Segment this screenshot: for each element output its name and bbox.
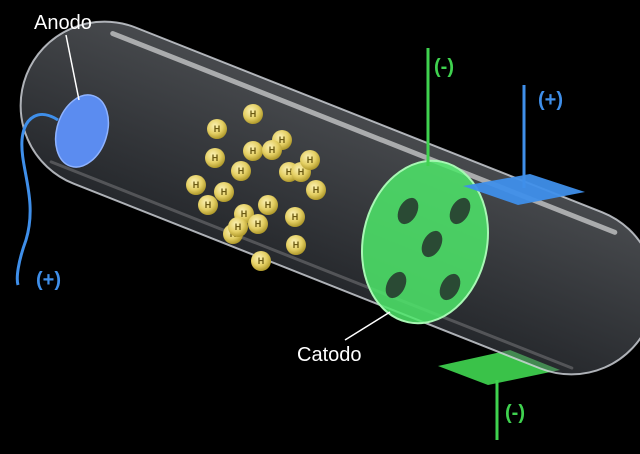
top-plate-polarity-label: (+) (538, 89, 563, 111)
hydrogen-atom (285, 207, 305, 227)
hydrogen-atom (228, 217, 248, 237)
cathode-label: Catodo (297, 344, 362, 366)
hydrogen-atom-label: H (212, 153, 219, 163)
hydrogen-atom-label: H (307, 155, 314, 165)
hydrogen-atom (205, 148, 225, 168)
hydrogen-atom (186, 175, 206, 195)
hydrogen-atom-label: H (313, 185, 320, 195)
hydrogen-atom-label: H (221, 187, 228, 197)
hydrogen-atom-label: H (269, 145, 276, 155)
hydrogen-atom (251, 251, 271, 271)
hydrogen-atom-label: H (235, 222, 242, 232)
hydrogen-atom-label: H (241, 209, 248, 219)
anode-wire (15, 113, 59, 286)
hydrogen-atom-label: H (214, 124, 221, 134)
anode-polarity-label: (+) (36, 269, 61, 291)
hydrogen-atom (243, 104, 263, 124)
hydrogen-atom-label: H (279, 135, 286, 145)
cathode-leader-line (344, 311, 391, 341)
hydrogen-atom (258, 195, 278, 215)
hydrogen-atom (207, 119, 227, 139)
hydrogen-atom (243, 141, 263, 161)
hydrogen-atom-label: H (286, 167, 293, 177)
top-plate (463, 174, 585, 205)
anode-leader-line (65, 34, 80, 101)
anode-label: Anodo (34, 12, 92, 34)
hydrogen-atom-label: H (265, 200, 272, 210)
hydrogen-atom-label: H (250, 146, 257, 156)
hydrogen-atom-label: H (255, 219, 262, 229)
hydrogen-atom (300, 150, 320, 170)
hydrogen-atom-label: H (293, 240, 300, 250)
hydrogen-atom (306, 180, 326, 200)
hydrogen-atom-label: H (238, 166, 245, 176)
cathode-disc (361, 159, 489, 325)
hydrogen-atom-label: H (298, 167, 305, 177)
hydrogen-atom (286, 235, 306, 255)
hydrogen-atom (214, 182, 234, 202)
anode-disc (54, 94, 110, 168)
hydrogen-atom-label: H (193, 180, 200, 190)
hydrogen-atom-label: H (258, 256, 265, 266)
hydrogen-atom-label: H (250, 109, 257, 119)
hydrogen-atom (248, 214, 268, 234)
top-wire-polarity-label: (-) (434, 56, 454, 78)
hydrogen-atom (231, 161, 251, 181)
hydrogen-particles: HHHHHHHHHHHHHHHHHHHHHH (186, 104, 326, 271)
hydrogen-atom (198, 195, 218, 215)
bottom-plate-polarity-label: (-) (505, 402, 525, 424)
hydrogen-atom-label: H (205, 200, 212, 210)
hydrogen-atom (262, 140, 282, 160)
hydrogen-atom-label: H (292, 212, 299, 222)
